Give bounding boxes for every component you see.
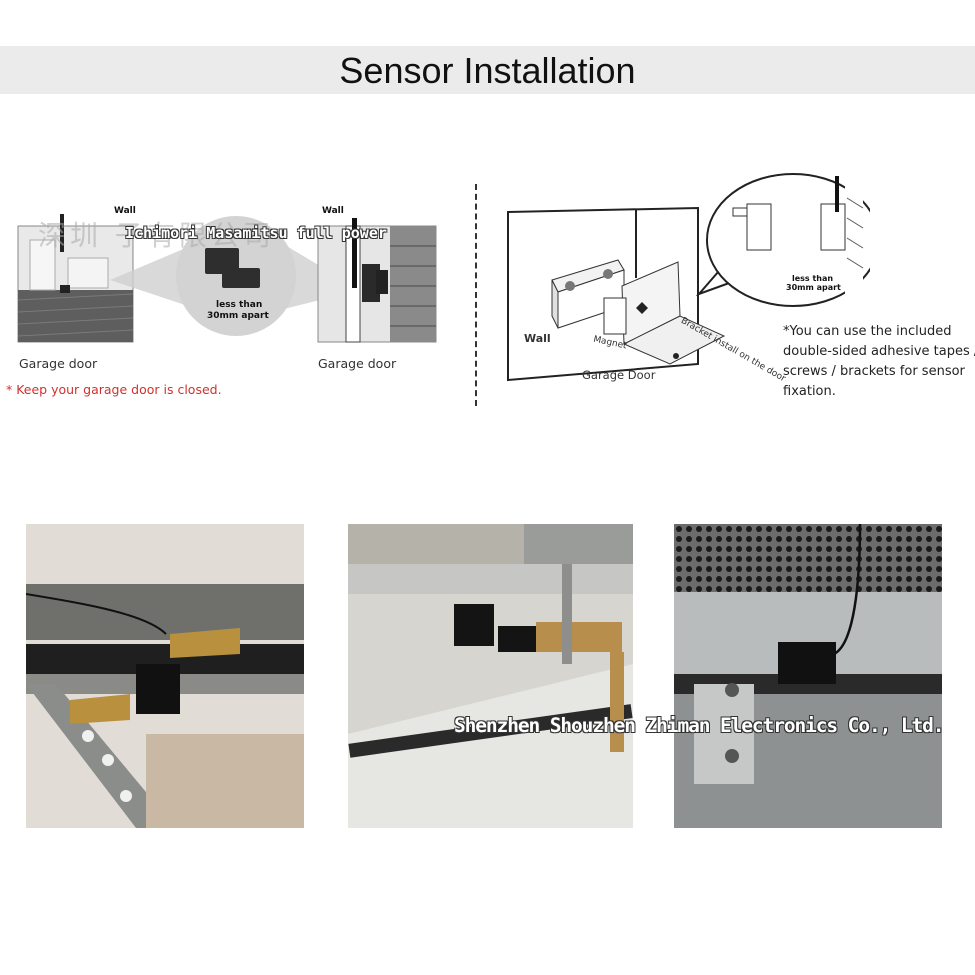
section-divider <box>475 184 477 406</box>
install-photo-3 <box>674 524 942 828</box>
wall-label: Wall <box>524 332 551 345</box>
garage-door-label: Garage Door <box>582 368 656 382</box>
install-photo-2 <box>348 524 633 828</box>
fixation-note: *You can use the included double-sided a… <box>783 324 975 399</box>
garage-door-label-1: Garage door <box>19 356 98 371</box>
right-diagram: less than 30mm apart Wall Magnet Bracket… <box>500 168 975 408</box>
wall-label-1: Wall <box>114 206 136 216</box>
right-diagram-illustration <box>507 206 726 382</box>
distance-label-line1: less than <box>216 300 263 310</box>
closed-door-note: * Keep your garage door is closed. <box>6 382 222 397</box>
bubble-distance-line2: 30mm apart <box>786 283 841 292</box>
title-band: Sensor Installation <box>0 46 975 94</box>
watermark-overlay-2: Shenzhen Shouzhen Zhiman Electronics Co.… <box>454 714 945 737</box>
watermark-overlay-1: Ichimori Masamitsu full power <box>125 224 387 242</box>
bubble-distance-line1: less than <box>792 274 834 283</box>
left-diagram: Wall Wall less than 30mm apart Garage do… <box>0 190 470 410</box>
page-title: Sensor Installation <box>339 50 636 91</box>
left-diagram-illustration <box>17 214 437 343</box>
distance-label-line2: 30mm apart <box>207 311 269 321</box>
install-photo-1 <box>26 524 304 828</box>
wall-label-2: Wall <box>322 206 344 216</box>
watermark-chinese: 深圳 子有限公司 <box>38 219 275 252</box>
garage-door-label-2: Garage door <box>318 356 397 371</box>
zoom-bubble <box>695 173 870 307</box>
